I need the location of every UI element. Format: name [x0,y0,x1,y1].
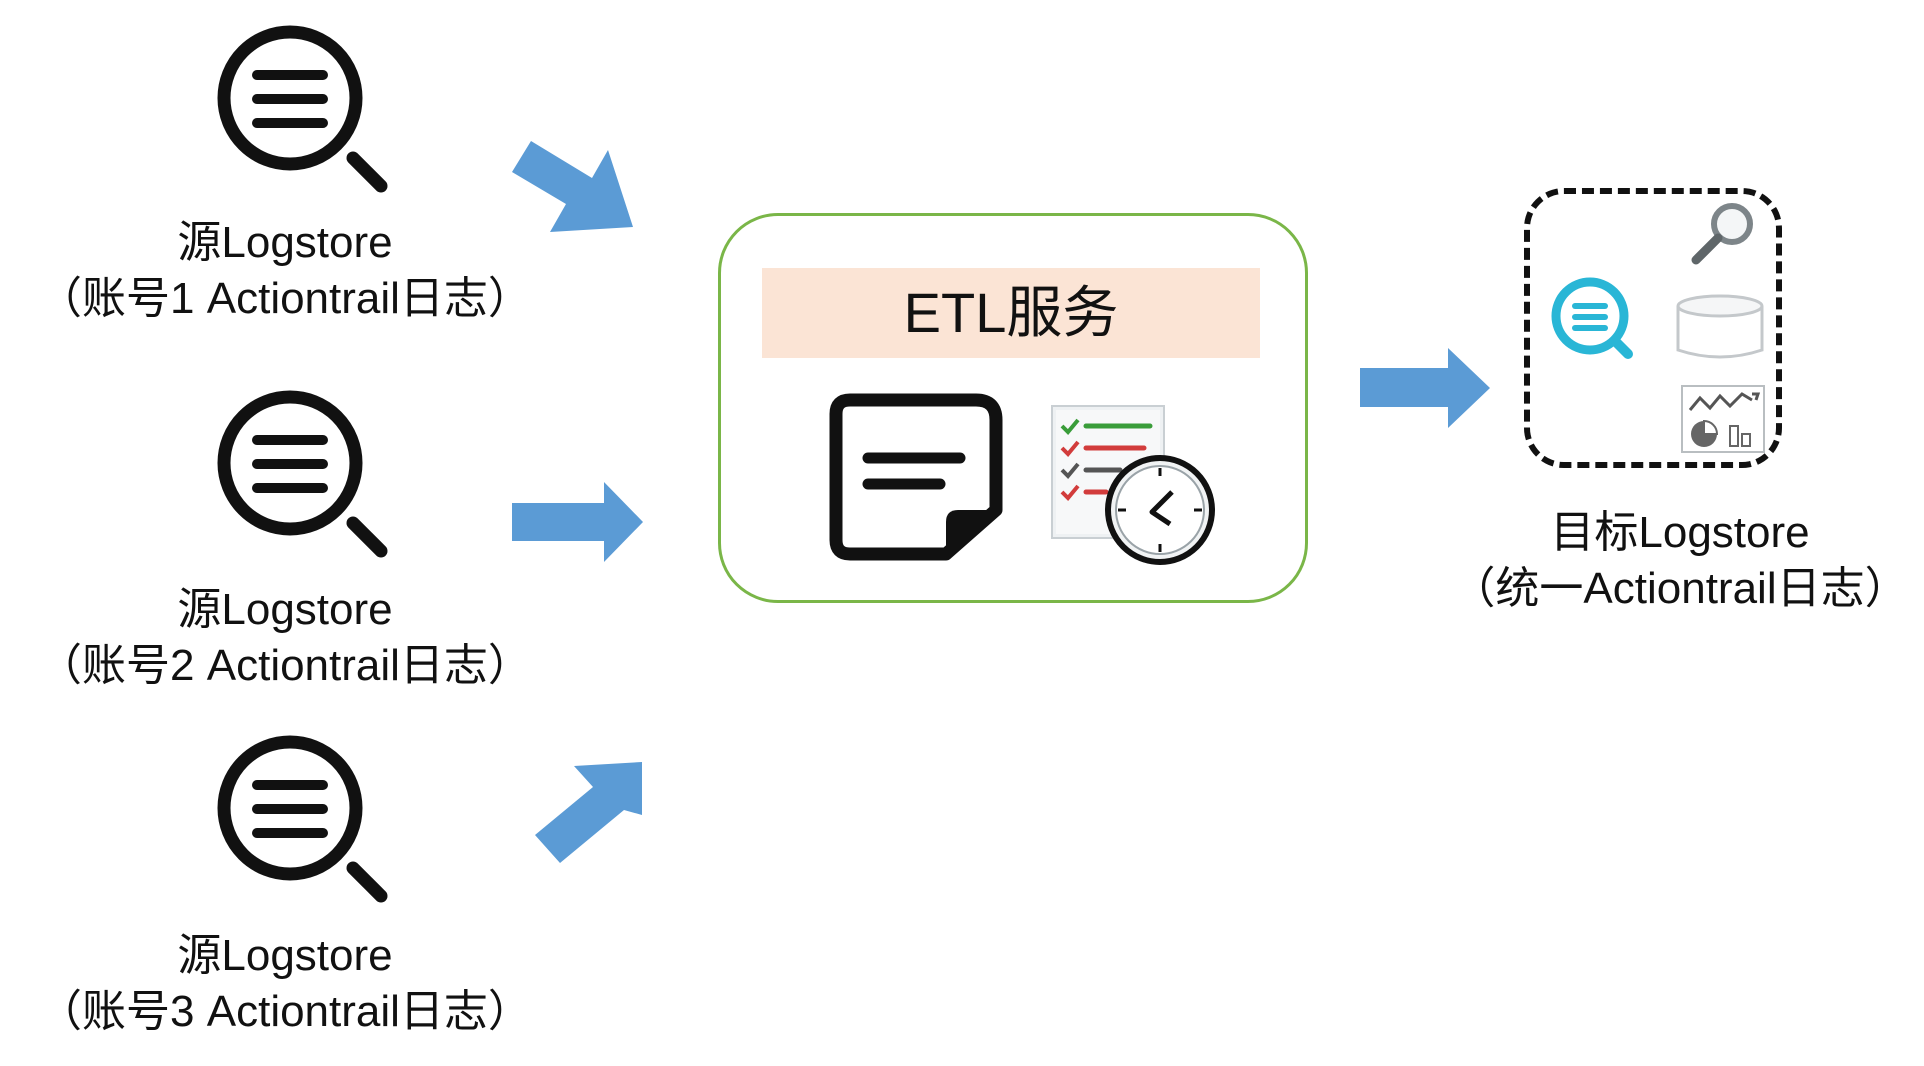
target-label: 目标Logstore （统一Actiontrail日志） [1430,505,1924,617]
source-subtitle: （账号1 Actiontrail日志） [38,274,532,323]
note-document-icon [829,393,1003,561]
source-label-3: 源Logstore （账号3 Actiontrail日志） [5,928,565,1040]
source-label-1: 源Logstore （账号1 Actiontrail日志） [5,215,565,327]
source-log-search-icon [217,735,388,903]
source-subtitle: （账号2 Actiontrail日志） [38,641,532,690]
source-label-2: 源Logstore （账号2 Actiontrail日志） [5,582,565,694]
target-subtitle: （统一Actiontrail日志） [1451,564,1909,613]
log-search-icon [1551,277,1633,359]
source-log-search-icon [217,25,388,193]
source-title: 源Logstore [177,931,393,980]
etl-service-title: ETL服务 [762,268,1260,358]
source-log-search-icon [217,390,388,558]
target-title: 目标Logstore [1550,508,1810,557]
source-title: 源Logstore [177,585,393,634]
database-icon [1676,294,1764,359]
magnifier-icon [1691,203,1753,265]
source-title: 源Logstore [177,218,393,267]
target-logstore-box [1524,188,1782,468]
dashboard-chart-icon [1681,385,1765,453]
checklist-clock-icon [1051,405,1215,565]
source-subtitle: （账号3 Actiontrail日志） [38,987,532,1036]
